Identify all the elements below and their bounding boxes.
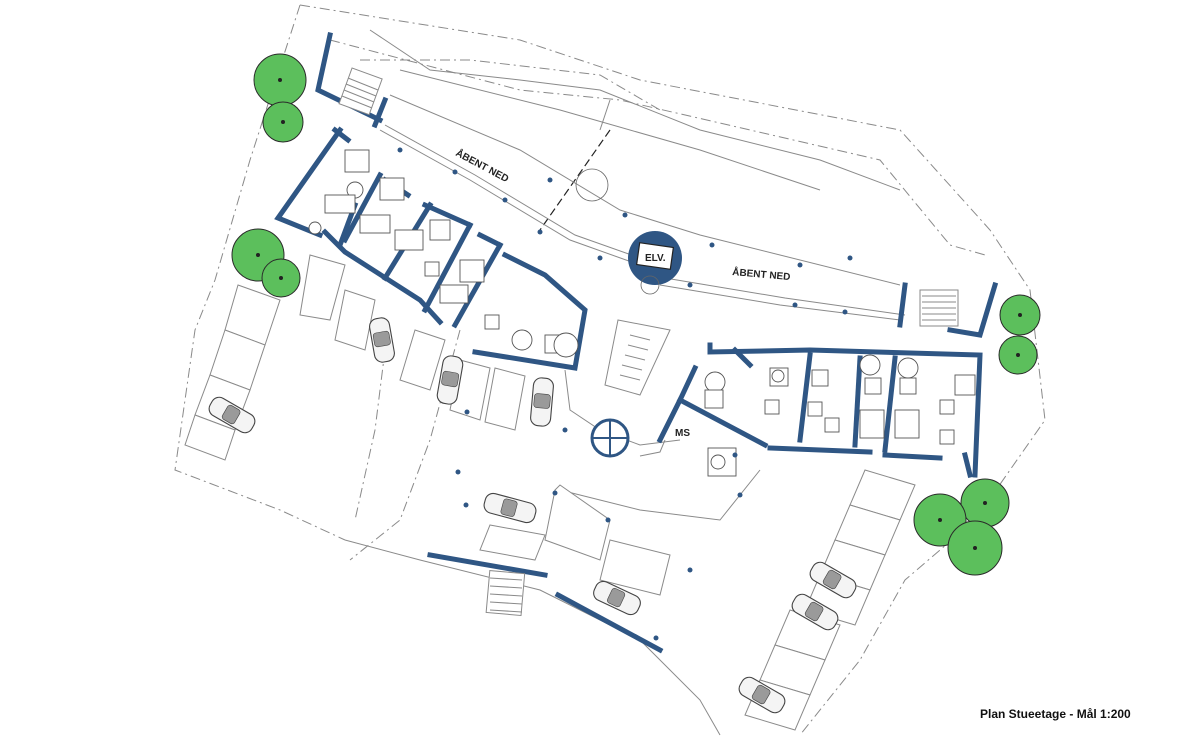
elevator-label: ELV. bbox=[645, 253, 666, 264]
bottom-walls bbox=[427, 552, 664, 654]
cars bbox=[208, 317, 857, 714]
tree-icon bbox=[261, 258, 301, 298]
plan-title: Plan Stueetage - Mål 1:200 bbox=[980, 707, 1131, 721]
left-wing-walls bbox=[274, 32, 588, 371]
parking-right bbox=[479, 469, 916, 731]
tree-icon bbox=[262, 101, 304, 143]
columns bbox=[397, 147, 853, 641]
tree-icon bbox=[947, 520, 1003, 576]
axis-line bbox=[539, 129, 611, 231]
trees bbox=[231, 53, 1041, 576]
ms-label: MS bbox=[675, 428, 690, 439]
furniture bbox=[308, 149, 976, 477]
tree-icon bbox=[998, 335, 1038, 375]
central-stair bbox=[604, 319, 671, 396]
stairs bbox=[338, 67, 959, 617]
tree-icon bbox=[253, 53, 307, 107]
elevator: ELV. bbox=[575, 168, 682, 295]
round-entrance bbox=[590, 418, 666, 458]
gallery-edges bbox=[379, 94, 906, 446]
site-boundary bbox=[174, 4, 1046, 736]
tree-icon bbox=[960, 478, 1010, 528]
right-wing-walls bbox=[656, 281, 999, 479]
open-below-label-right: ÅBENT NED bbox=[732, 265, 791, 283]
tree-icon bbox=[999, 294, 1041, 336]
